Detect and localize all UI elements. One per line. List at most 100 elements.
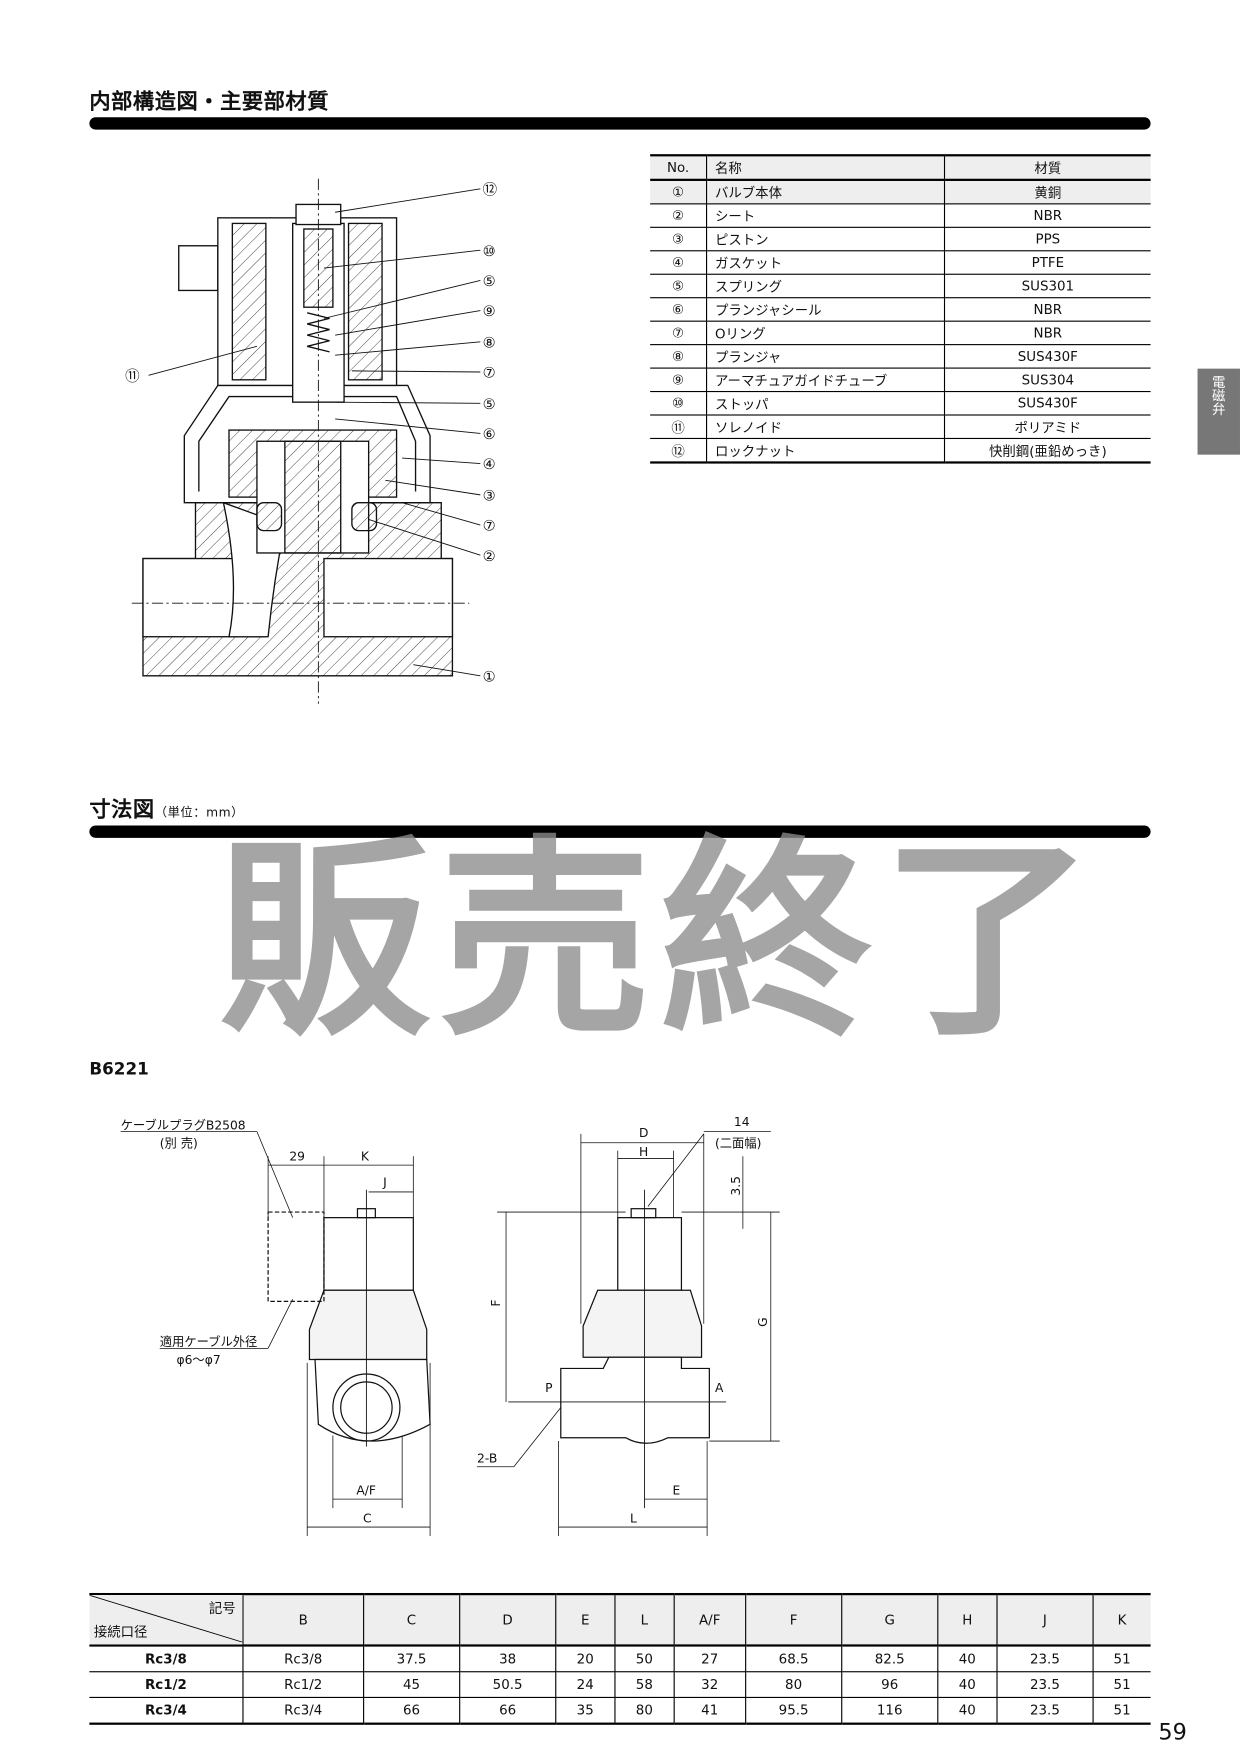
dim-e: E bbox=[672, 1483, 681, 1499]
dimensions-title: 寸法図 bbox=[89, 797, 155, 823]
part-name: ガスケット bbox=[706, 250, 946, 275]
cell-f: 80 bbox=[745, 1671, 843, 1698]
cell-f: 95.5 bbox=[745, 1697, 843, 1725]
header-no: No. bbox=[650, 154, 708, 181]
cell-b: Rc3/4 bbox=[242, 1697, 364, 1725]
corner-diagonal bbox=[89, 1595, 243, 1643]
part-no: ③ bbox=[650, 227, 708, 252]
cell-d: 50.5 bbox=[459, 1671, 557, 1698]
part-material: SUS430F bbox=[944, 344, 1151, 369]
part-name: アーマチュアガイドチューブ bbox=[706, 368, 946, 393]
cell-d: 66 bbox=[459, 1697, 557, 1725]
part-no: ⑤ bbox=[650, 274, 708, 299]
dim-c: C bbox=[363, 1511, 372, 1526]
port-p: P bbox=[545, 1380, 553, 1396]
part-material: PPS bbox=[944, 227, 1151, 252]
part-material: PTFE bbox=[944, 250, 1151, 275]
callout-5b: ⑤ bbox=[483, 397, 496, 413]
part-material: NBR bbox=[944, 297, 1151, 322]
part-material: 黄銅 bbox=[944, 178, 1151, 205]
dimension-section-content: B6221 bbox=[0, 207, 1240, 1725]
cell-h: 40 bbox=[937, 1671, 998, 1698]
callout-10: ⑩ bbox=[483, 244, 496, 260]
cell-c: 37.5 bbox=[363, 1645, 461, 1673]
section-title-dimensions: 寸法図（単位：mm） bbox=[89, 793, 244, 823]
callout-7: ⑦ bbox=[483, 366, 496, 382]
label-cable-od: 適用ケーブル外径 bbox=[159, 1334, 258, 1350]
dim-l: L bbox=[630, 1511, 637, 1526]
part-no: ① bbox=[650, 178, 708, 205]
header-b: B bbox=[242, 1592, 364, 1647]
part-no: ⑫ bbox=[650, 438, 708, 464]
part-no: ⑥ bbox=[650, 297, 708, 322]
part-name: シート bbox=[706, 203, 946, 228]
part-name: ソレノイド bbox=[706, 415, 946, 440]
header-k: K bbox=[1092, 1592, 1151, 1647]
callout-8: ⑧ bbox=[483, 335, 496, 351]
cell-e: 24 bbox=[555, 1671, 616, 1698]
label-cable-plug: ケーブルプラグB2508 bbox=[120, 1118, 246, 1133]
dim-14: 14 bbox=[733, 1114, 750, 1130]
part-name: ストッパ bbox=[706, 391, 946, 416]
callout-3: ③ bbox=[483, 488, 496, 504]
dim-j: J bbox=[383, 1175, 387, 1190]
cell-l: 50 bbox=[614, 1645, 675, 1673]
cell-h: 40 bbox=[937, 1697, 998, 1725]
dim-h: H bbox=[638, 1145, 649, 1160]
section-divider bbox=[89, 117, 1151, 130]
part-name: ピストン bbox=[706, 227, 946, 252]
dim-k: K bbox=[360, 1149, 369, 1165]
table-header-row: No. 名称 材質 bbox=[650, 154, 1151, 181]
part-material: NBR bbox=[944, 203, 1151, 228]
dim-g: G bbox=[756, 1317, 771, 1327]
callout-9: ⑨ bbox=[483, 304, 496, 320]
cell-g: 96 bbox=[841, 1671, 939, 1698]
dim-3-5: 3.5 bbox=[728, 1176, 744, 1196]
corner-bottom-label: 接続口径 bbox=[93, 1624, 148, 1640]
cell-e: 20 bbox=[555, 1645, 616, 1673]
header-j: J bbox=[996, 1592, 1094, 1647]
part-no: ⑪ bbox=[650, 415, 708, 440]
header-h: H bbox=[937, 1592, 998, 1647]
label-cable-range: φ6～φ7 bbox=[176, 1352, 221, 1368]
cell-j: 23.5 bbox=[996, 1697, 1094, 1725]
corner-top-label: 記号 bbox=[208, 1600, 236, 1617]
dim-29: 29 bbox=[289, 1149, 305, 1165]
cross-section-drawing: ⑫ ⑩ ⑤ ⑨ ⑧ ⑦ ⑤ ⑥ ④ ③ ⑦ ② ① ⑪ bbox=[125, 178, 498, 704]
header-l: L bbox=[614, 1592, 675, 1647]
part-material: SUS304 bbox=[944, 368, 1151, 393]
cell-af: 41 bbox=[673, 1697, 747, 1725]
cell-d: 38 bbox=[459, 1645, 557, 1673]
header-g: G bbox=[841, 1592, 939, 1647]
side-tab-solenoid-valve[interactable]: 電磁弁 bbox=[1197, 368, 1240, 455]
row-port-size: Rc3/8 bbox=[89, 1645, 244, 1673]
dim-af: A/F bbox=[356, 1483, 376, 1499]
header-d: D bbox=[459, 1592, 557, 1647]
part-no: ② bbox=[650, 203, 708, 228]
header-af: A/F bbox=[673, 1592, 747, 1647]
dim-f: F bbox=[488, 1299, 504, 1307]
cell-l: 80 bbox=[614, 1697, 675, 1725]
cell-j: 23.5 bbox=[996, 1645, 1094, 1673]
row-port-size: Rc3/4 bbox=[89, 1697, 244, 1725]
callout-1: ① bbox=[483, 669, 496, 685]
section-divider bbox=[89, 825, 1151, 838]
callout-6: ⑥ bbox=[483, 427, 496, 443]
callout-11: ⑪ bbox=[125, 368, 140, 385]
part-name: プランジャシール bbox=[706, 297, 946, 322]
part-no: ⑦ bbox=[650, 321, 708, 346]
